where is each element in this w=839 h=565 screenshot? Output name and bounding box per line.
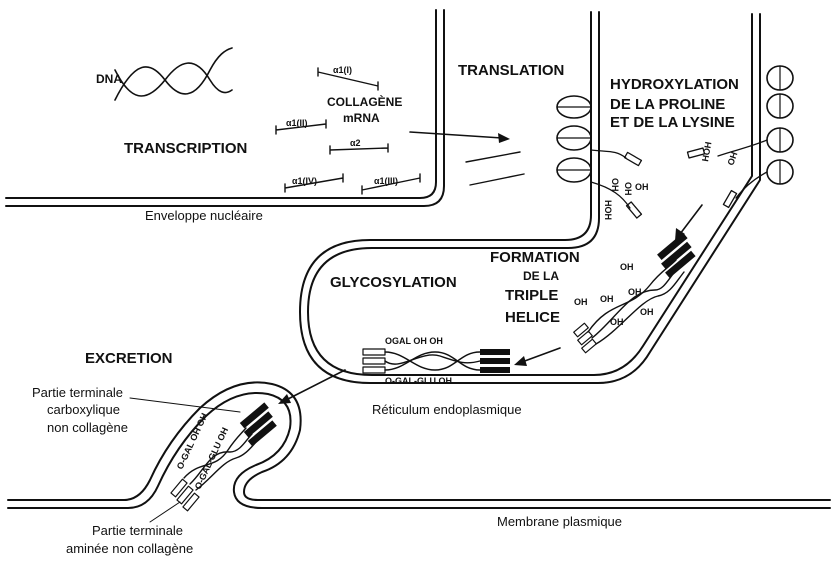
collagene-label: COLLAGÈNE [327,94,402,109]
mrna-strands [275,67,525,195]
glycosylation-label: GLYCOSYLATION [330,274,457,291]
hoh-label: HOH [700,141,713,162]
triple-helix-label-4: HELICE [505,309,560,326]
oh-label: OH [574,297,588,307]
nascent-chains [590,139,768,219]
endoplasmic-reticulum-membrane [299,11,761,384]
excretion-label: EXCRETION [85,350,173,367]
mrna-label: mRNA [343,111,380,125]
carboxy-terminal-label-2: carboxylique [47,402,120,417]
reticulum-label: Réticulum endoplasmique [372,402,522,417]
nuclear-envelope-label: Enveloppe nucléaire [145,208,263,223]
mrna-a1-i-label: α1(I) [333,65,352,75]
plasma-membrane-label: Membrane plasmique [497,514,622,529]
oh-label: OH [610,317,624,327]
hydroxylation-label-2: DE LA PROLINE [610,96,725,113]
process-arrows [278,131,703,404]
oh-label: OH [628,287,642,297]
oh-label: OH [725,151,739,167]
transcription-label: TRANSCRIPTION [124,140,247,157]
hoh-label: HOH [603,200,613,220]
dna-label: DNA [96,72,122,86]
oh-label: OH [620,262,634,272]
nuclear-envelope [5,9,445,207]
ogal-glu-oh-label: O-GAL-GLU OH [385,376,452,386]
carboxy-terminal-label-3: non collagène [47,420,128,435]
mrna-a1-iii-label: α1(III) [374,176,398,186]
ribosomes-left [556,95,592,183]
ogal-oh-label: OGAL OH OH [385,336,443,346]
oh-label: OH [610,178,620,192]
oh-label: OH [635,182,649,192]
mrna-a1-ii-label: α1(II) [286,118,308,128]
hydroxylation-label-1: HYDROXYLATION [610,76,739,93]
excreted-procollagen [129,397,277,523]
oh-label: OH [640,307,654,317]
amino-terminal-label-1: Partie terminale [92,523,183,538]
mrna-a2-label: α2 [350,138,361,148]
triple-helix-label-1: FORMATION [490,249,580,266]
dna-helix [114,47,233,101]
oh-label: OH [600,294,614,304]
mrna-a1-iv-label: α1(IV) [292,176,317,186]
carboxy-terminal-label-1: Partie terminale [32,385,123,400]
hydroxylation-label-3: ET DE LA LYSINE [610,114,735,131]
amino-terminal-label-2: aminée non collagène [66,541,193,556]
glycosylated-procollagen [362,348,510,374]
plasma-membrane [7,381,831,509]
translation-label: TRANSLATION [458,62,564,79]
triple-helix-er [573,232,696,354]
triple-helix-label-2: DE LA [523,269,559,283]
triple-helix-label-3: TRIPLE [505,287,558,304]
ribosomes-right [766,65,794,185]
oh-label: OH [623,182,633,196]
